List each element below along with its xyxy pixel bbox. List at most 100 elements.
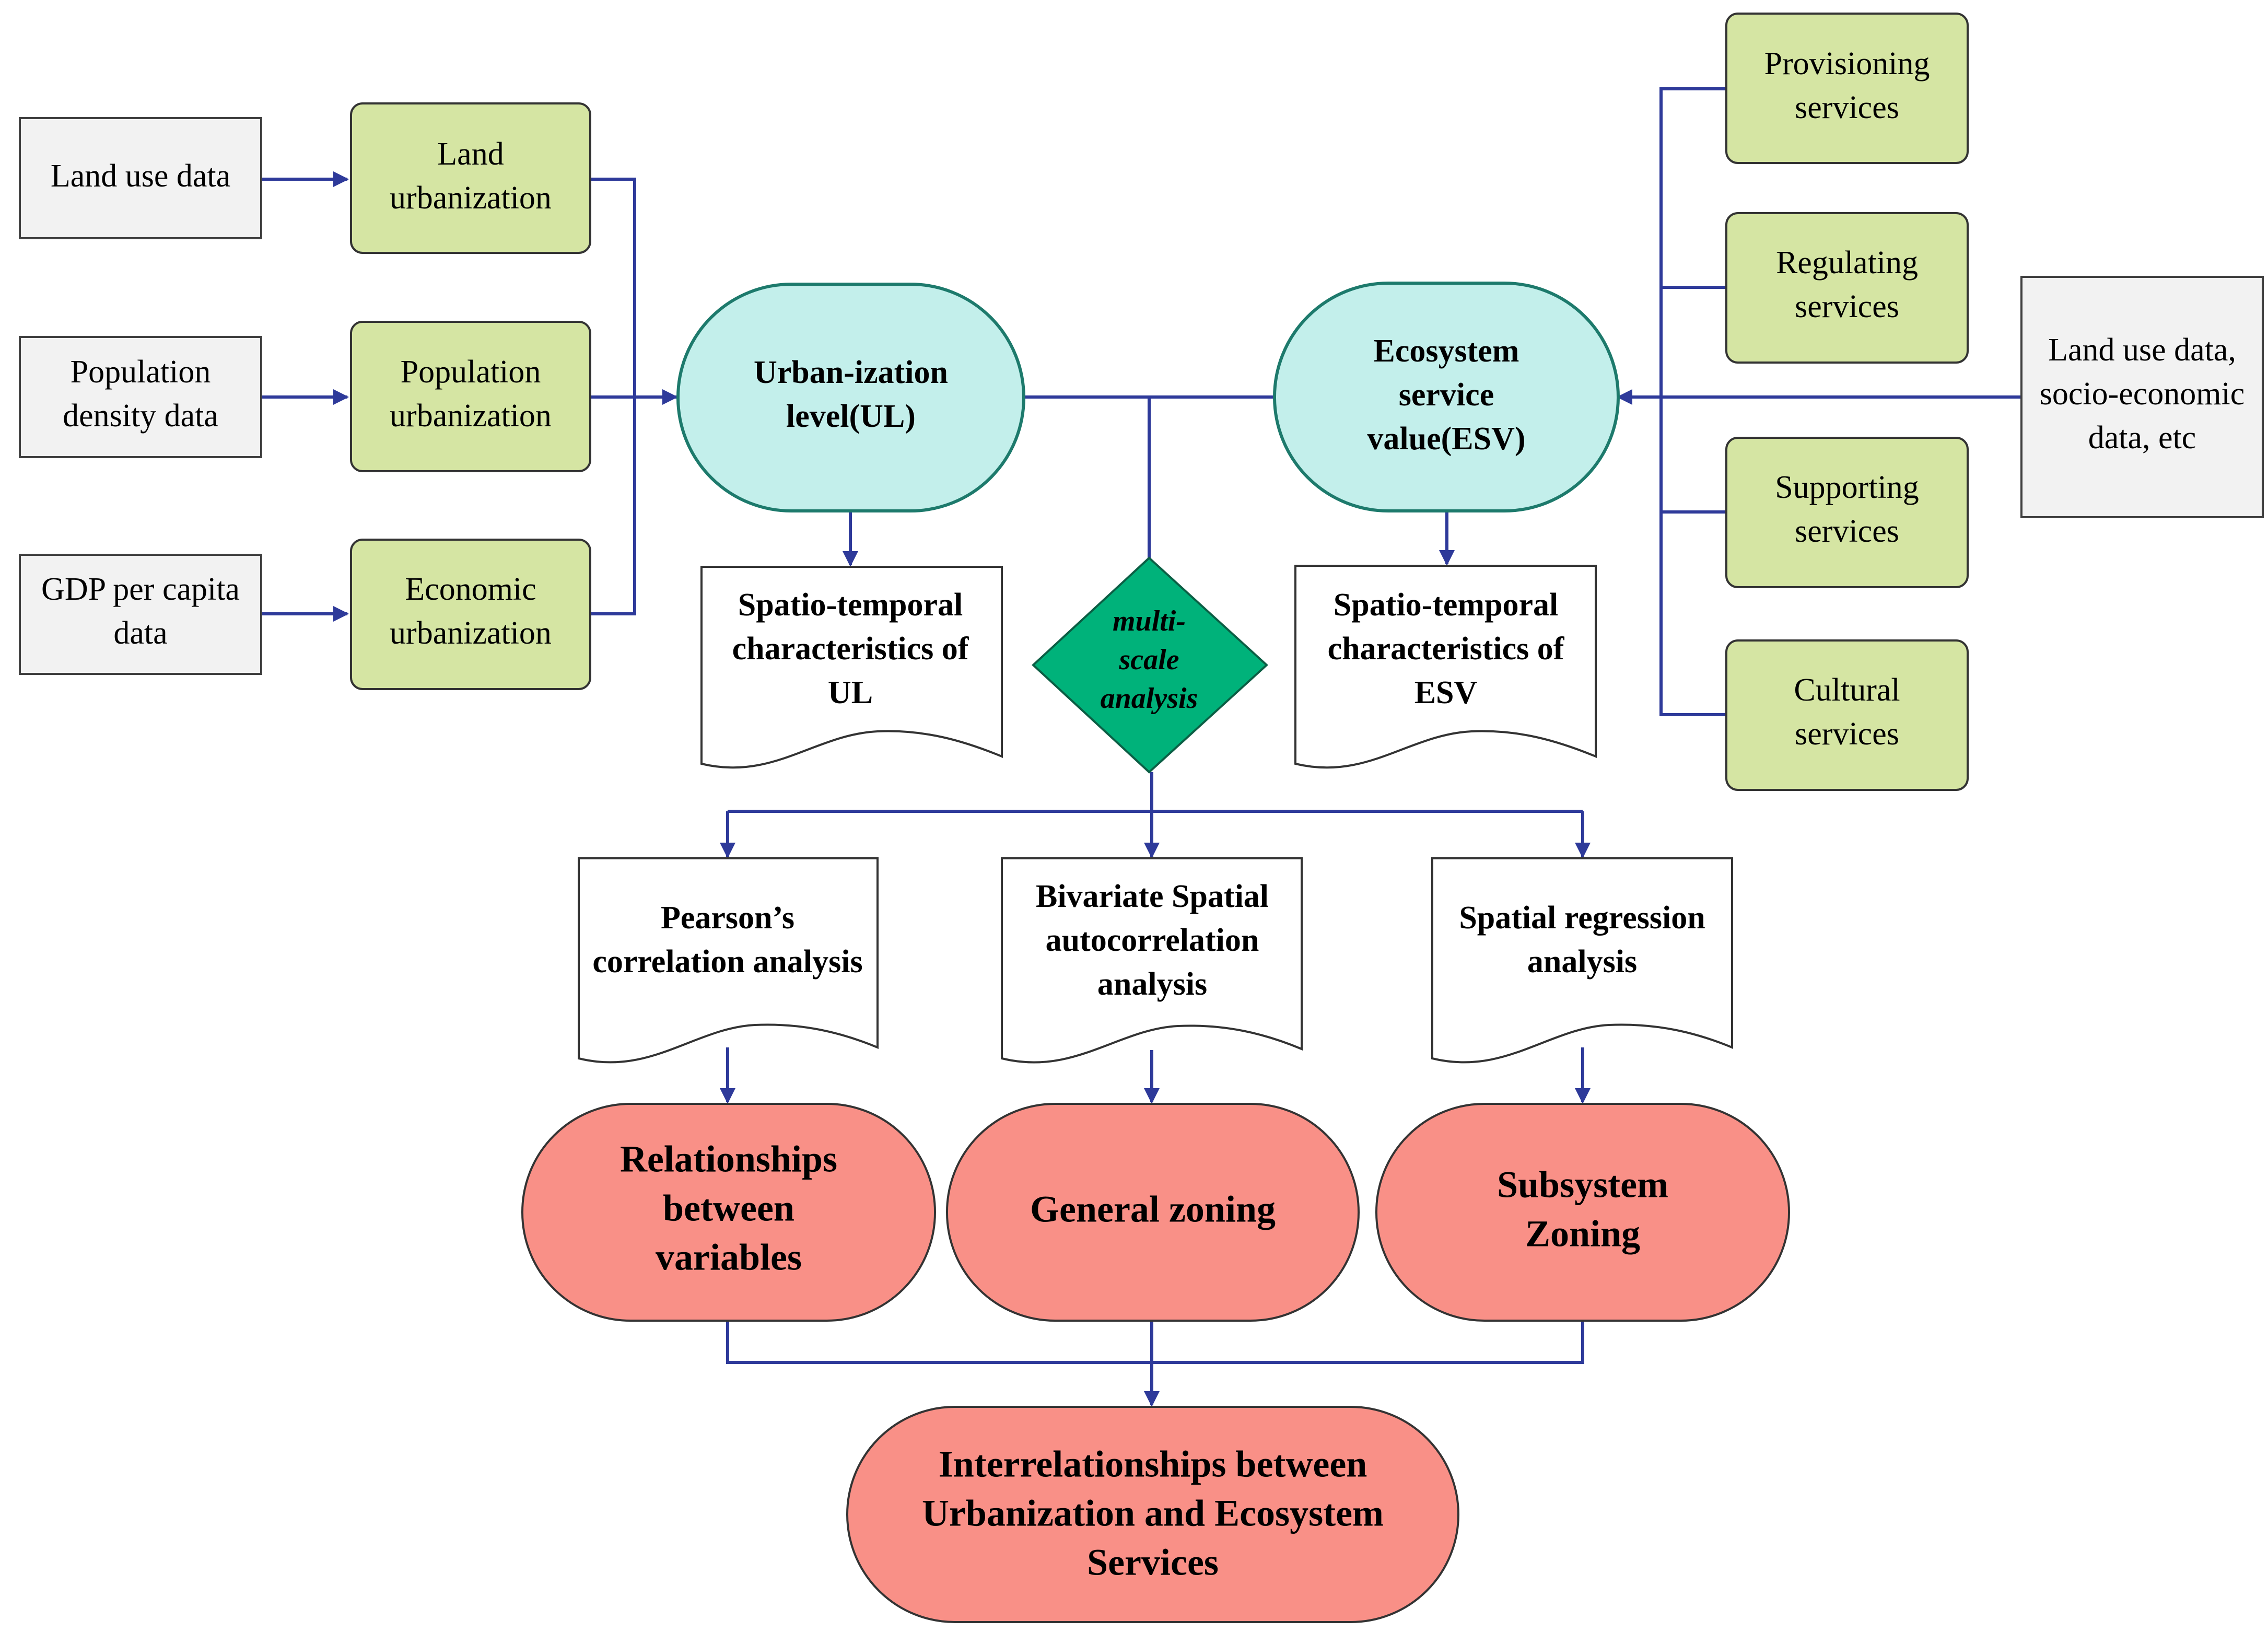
relationships-outcome-label: Relationships between variables (620, 1138, 837, 1278)
economic-urbanization-label-line: urbanization (390, 615, 552, 651)
land-use-socio-data-label: Land use data, socio-economic data, etc (2040, 332, 2245, 456)
bivariate-analysis-label-line: Bivariate Spatial (1036, 879, 1269, 914)
bivariate-analysis-label-line: analysis (1097, 966, 1207, 1002)
gdp-data-label-line: data (113, 615, 167, 651)
provisioning-services-box: Provisioning services (1725, 13, 1969, 164)
connectors (261, 87, 2021, 1407)
population-urbanization-box: Population urbanization (350, 321, 591, 472)
regression-analysis-label: Spatial regression analysis (1459, 900, 1705, 980)
esv-characteristics-label-line: characteristics of (1328, 631, 1565, 667)
pearson-analysis-document: Pearson’s correlation analysis (578, 857, 879, 1064)
ul-characteristics-document: Spatio-temporal characteristics of UL (700, 566, 1003, 769)
ul-characteristics-label-line: Spatio-temporal (738, 587, 963, 623)
supporting-services-box: Supporting services (1725, 437, 1969, 588)
urbanization-level-label-line: Urban-ization (754, 355, 948, 390)
land-use-socio-data-label-line: data, etc (2088, 420, 2196, 456)
supporting-services-label: Supporting services (1775, 470, 1919, 549)
urbanization-level-label-line: level(UL) (786, 399, 916, 434)
subsystem-zoning-outcome-label-line: Zoning (1525, 1213, 1640, 1255)
relationships-outcome-label-line: between (663, 1187, 794, 1229)
bivariate-analysis-label-line: autocorrelation (1046, 923, 1259, 958)
economic-urbanization-label: Economic urbanization (390, 572, 552, 651)
supporting-services-label-line: services (1795, 514, 1899, 549)
bracket-services (1659, 87, 1726, 716)
pearson-analysis-label: Pearson’s correlation analysis (592, 900, 862, 980)
population-urbanization-label-line: urbanization (390, 398, 552, 434)
regulating-services-label-line: services (1795, 289, 1899, 324)
gdp-data-label-line: GDP per capita (41, 572, 240, 607)
regression-analysis-label-line: analysis (1527, 944, 1637, 980)
land-urbanization-label-line: Land (437, 136, 504, 172)
population-urbanization-label-line: Population (401, 354, 541, 390)
ecosystem-service-value-label-line: value(ESV) (1367, 421, 1525, 457)
land-use-data-label: Land use data (51, 158, 230, 194)
multiscale-analysis-decision: multi-scale analysis (1032, 556, 1268, 774)
land-use-socio-data-box: Land use data, socio-economic data, etc (2020, 276, 2264, 518)
provisioning-services-label-line: Provisioning (1764, 46, 1930, 81)
land-urbanization-box: Land urbanization (350, 102, 591, 254)
multiscale-analysis-label-line: multi- (1113, 605, 1186, 637)
bivariate-analysis-label: Bivariate Spatial autocorrelation analysis (1036, 879, 1269, 1002)
urbanization-level-node: Urban-ization level(UL) (676, 283, 1025, 512)
ecosystem-service-value-node: Ecosystem service value(ESV) (1273, 282, 1620, 512)
ul-characteristics-label-line: characteristics of (732, 631, 969, 667)
ul-characteristics-label: Spatio-temporal characteristics of UL (732, 587, 969, 710)
relationships-outcome-label-line: variables (656, 1237, 802, 1278)
esv-characteristics-label: Spatio-temporal characteristics of ESV (1328, 587, 1565, 710)
cultural-services-label: Cultural services (1794, 672, 1900, 752)
regression-analysis-label-line: Spatial regression (1459, 900, 1705, 936)
land-use-data-label-line: Land use data (51, 158, 230, 194)
urbanization-level-label: Urban-ization level(UL) (754, 355, 948, 434)
relationships-outcome-node: Relationships between variables (521, 1103, 936, 1322)
land-use-socio-data-label-line: Land use data, (2048, 332, 2236, 368)
ecosystem-service-value-label: Ecosystem service value(ESV) (1367, 333, 1525, 457)
general-zoning-outcome-node: General zoning (946, 1103, 1360, 1322)
subsystem-zoning-outcome-label-line: Subsystem (1497, 1164, 1668, 1206)
land-use-socio-data-label-line: socio-economic (2040, 376, 2245, 412)
esv-characteristics-label-line: Spatio-temporal (1334, 587, 1559, 623)
final-interrelationships-label-line: Services (1087, 1542, 1219, 1583)
final-interrelationships-label-line: Interrelationships between (939, 1443, 1367, 1485)
general-zoning-outcome-label: General zoning (1030, 1188, 1276, 1230)
ul-characteristics-label-line: UL (828, 675, 873, 710)
economic-urbanization-label-line: Economic (405, 572, 536, 607)
multiscale-analysis-label-line: analysis (1101, 682, 1198, 715)
population-urbanization-label: Population urbanization (390, 354, 552, 434)
regression-analysis-document: Spatial regression analysis (1431, 857, 1733, 1064)
esv-characteristics-document: Spatio-temporal characteristics of ESV (1294, 565, 1597, 769)
ecosystem-service-value-label-line: Ecosystem (1374, 333, 1519, 369)
esv-characteristics-label-line: ESV (1414, 675, 1478, 710)
cultural-services-label-line: services (1795, 716, 1899, 752)
land-urbanization-label: Land urbanization (390, 136, 552, 216)
supporting-services-label-line: Supporting (1775, 470, 1919, 505)
final-interrelationships-label-line: Urbanization and Ecosystem (922, 1493, 1384, 1534)
cultural-services-box: Cultural services (1725, 639, 1969, 791)
bivariate-analysis-document: Bivariate Spatial autocorrelation analysis (1001, 857, 1303, 1064)
line-outcomes-join (726, 1321, 1584, 1364)
population-density-data-label-line: Population (71, 354, 211, 390)
multiscale-analysis-label-line: scale (1118, 644, 1179, 676)
regulating-services-label-line: Regulating (1776, 245, 1918, 281)
provisioning-services-label-line: services (1795, 90, 1899, 125)
population-density-data-label-line: density data (63, 398, 218, 434)
population-density-data-label: Population density data (63, 354, 218, 434)
land-urbanization-label-line: urbanization (390, 180, 552, 216)
gdp-data-box: GDP per capita data (19, 554, 262, 675)
pearson-analysis-label-line: Pearson’s (661, 900, 794, 936)
cultural-services-label-line: Cultural (1794, 672, 1900, 708)
ecosystem-service-value-label-line: service (1399, 377, 1494, 413)
gdp-data-label: GDP per capita data (41, 572, 240, 651)
relationships-outcome-label-line: Relationships (620, 1138, 837, 1180)
economic-urbanization-box: Economic urbanization (350, 539, 591, 690)
multiscale-analysis-label: multi-scale analysis (1101, 605, 1198, 715)
regulating-services-label: Regulating services (1776, 245, 1918, 324)
pearson-analysis-label-line: correlation analysis (592, 944, 862, 980)
land-use-data-box: Land use data (19, 117, 262, 239)
population-density-data-box: Population density data (19, 336, 262, 458)
provisioning-services-label: Provisioning services (1764, 46, 1930, 125)
